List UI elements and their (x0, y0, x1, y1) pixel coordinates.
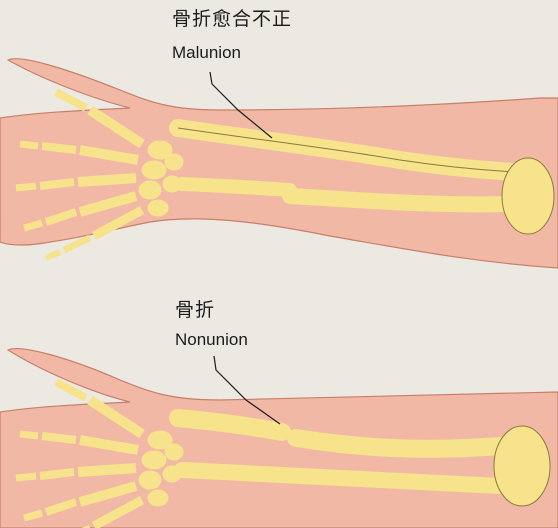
malunion-ulna-proximal (290, 196, 510, 204)
malunion-ulna-distal (182, 184, 290, 190)
nonunion-label-chinese: 骨折 (175, 301, 215, 320)
nonunion-label-english: Nonunion (175, 331, 248, 348)
nonunion-radius-proximal (296, 438, 500, 449)
malunion-label-chinese: 骨折愈合不正 (172, 10, 292, 29)
malunion-elbow (502, 158, 554, 234)
malunion-arm (0, 59, 558, 268)
nonunion-arm (0, 349, 558, 528)
nonunion-elbow (494, 426, 550, 506)
malunion-label-english: Malunion (172, 44, 241, 61)
